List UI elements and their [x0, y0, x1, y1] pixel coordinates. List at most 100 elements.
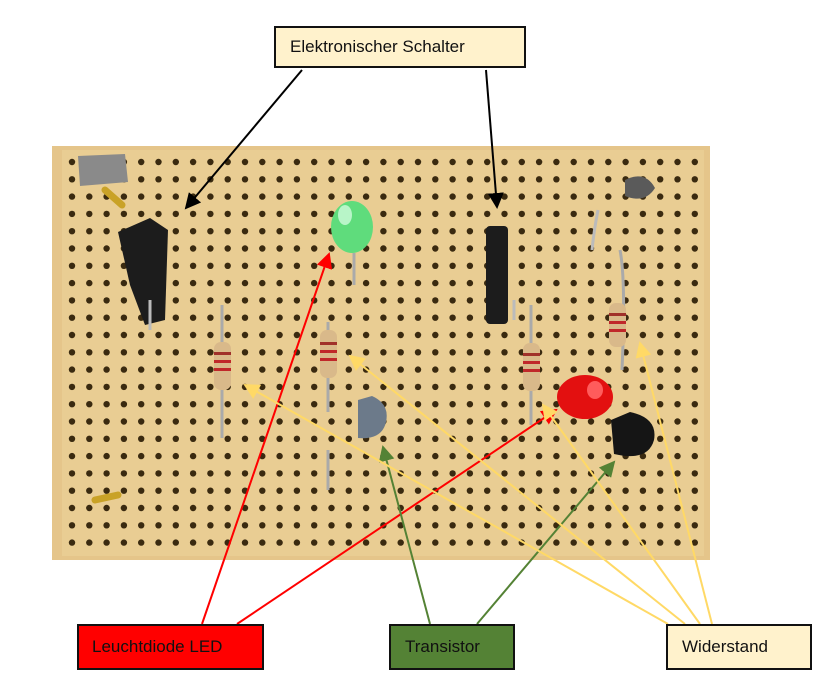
board-hole: [518, 435, 525, 442]
board-hole: [657, 349, 664, 356]
board-hole: [207, 401, 214, 408]
board-hole: [120, 487, 128, 494]
board-hole: [622, 401, 629, 408]
board-hole: [241, 314, 249, 321]
board-hole: [241, 383, 249, 391]
board-hole: [535, 418, 543, 425]
board-hole: [328, 314, 335, 321]
board-hole: [345, 262, 352, 269]
board-hole: [518, 193, 525, 200]
board-hole: [172, 262, 179, 269]
board-hole: [414, 487, 422, 494]
resistor-4: [609, 249, 626, 371]
board-hole: [414, 228, 422, 235]
board-hole: [224, 331, 231, 339]
board-hole: [449, 418, 456, 425]
board-hole: [345, 383, 352, 391]
board-hole: [241, 401, 249, 408]
board-hole: [657, 245, 664, 252]
board-hole: [535, 193, 543, 200]
board-hole: [293, 193, 301, 200]
board-hole: [68, 314, 76, 321]
board-hole: [587, 279, 595, 287]
board-hole: [639, 279, 647, 287]
board-hole: [276, 297, 283, 304]
board-hole: [241, 470, 249, 477]
board-hole: [501, 401, 508, 408]
board-hole: [587, 504, 595, 512]
board-hole: [432, 522, 439, 529]
board-hole: [241, 349, 249, 356]
board-hole: [414, 262, 422, 269]
board-hole: [155, 176, 162, 183]
wire-loop: [590, 209, 600, 251]
board-hole: [535, 452, 543, 460]
board-hole: [570, 297, 577, 304]
board-hole: [518, 314, 525, 321]
board-hole: [622, 245, 629, 252]
board-hole: [432, 418, 439, 425]
board-hole: [155, 210, 162, 218]
board-hole: [674, 539, 681, 546]
board-hole: [414, 383, 422, 391]
board-hole: [553, 279, 560, 287]
board-hole: [68, 452, 76, 460]
switch-left: [118, 218, 168, 325]
board-hole: [172, 435, 179, 442]
board-hole: [86, 435, 93, 442]
board-hole: [345, 176, 352, 183]
board-hole: [553, 262, 560, 269]
board-hole: [691, 366, 698, 373]
board-hole: [484, 470, 491, 477]
board-hole: [68, 349, 76, 356]
board-hole: [276, 487, 283, 494]
board-hole: [674, 314, 681, 321]
board-hole: [311, 366, 318, 373]
board-hole: [570, 487, 577, 494]
board-hole: [293, 383, 301, 391]
board-hole: [103, 262, 110, 269]
board-hole: [103, 487, 110, 494]
board-hole: [484, 193, 491, 200]
board-hole: [311, 504, 318, 512]
board-hole: [189, 228, 197, 235]
board-hole: [674, 245, 681, 252]
board-hole: [293, 522, 301, 529]
board-hole: [207, 279, 214, 287]
board-hole: [657, 452, 664, 460]
board-hole: [345, 331, 352, 339]
board-hole: [293, 262, 301, 269]
board-hole: [86, 210, 93, 218]
board-hole: [605, 262, 612, 269]
board-hole: [311, 349, 318, 356]
board-hole: [362, 349, 370, 356]
board-hole: [207, 418, 214, 425]
board-hole: [466, 487, 474, 494]
board-hole: [691, 314, 698, 321]
board-hole: [120, 522, 128, 529]
board-hole: [535, 279, 543, 287]
board-hole: [466, 279, 474, 287]
board-hole: [484, 176, 491, 183]
board-hole: [449, 158, 456, 166]
board-hole: [259, 349, 266, 356]
board-hole: [587, 297, 595, 304]
board-hole: [345, 522, 352, 529]
board-hole: [691, 452, 698, 460]
board-hole: [691, 383, 698, 391]
board-hole: [155, 401, 162, 408]
board-hole: [207, 297, 214, 304]
board-hole: [259, 383, 266, 391]
board-hole: [224, 262, 231, 269]
board-hole: [397, 176, 404, 183]
red-led: [557, 375, 613, 419]
board-hole: [138, 470, 145, 477]
board-hole: [155, 487, 162, 494]
board-hole: [207, 210, 214, 218]
board-hole: [224, 522, 231, 529]
board-hole: [397, 383, 404, 391]
board-hole: [328, 262, 335, 269]
board-hole: [553, 418, 560, 425]
board-hole: [224, 279, 231, 287]
